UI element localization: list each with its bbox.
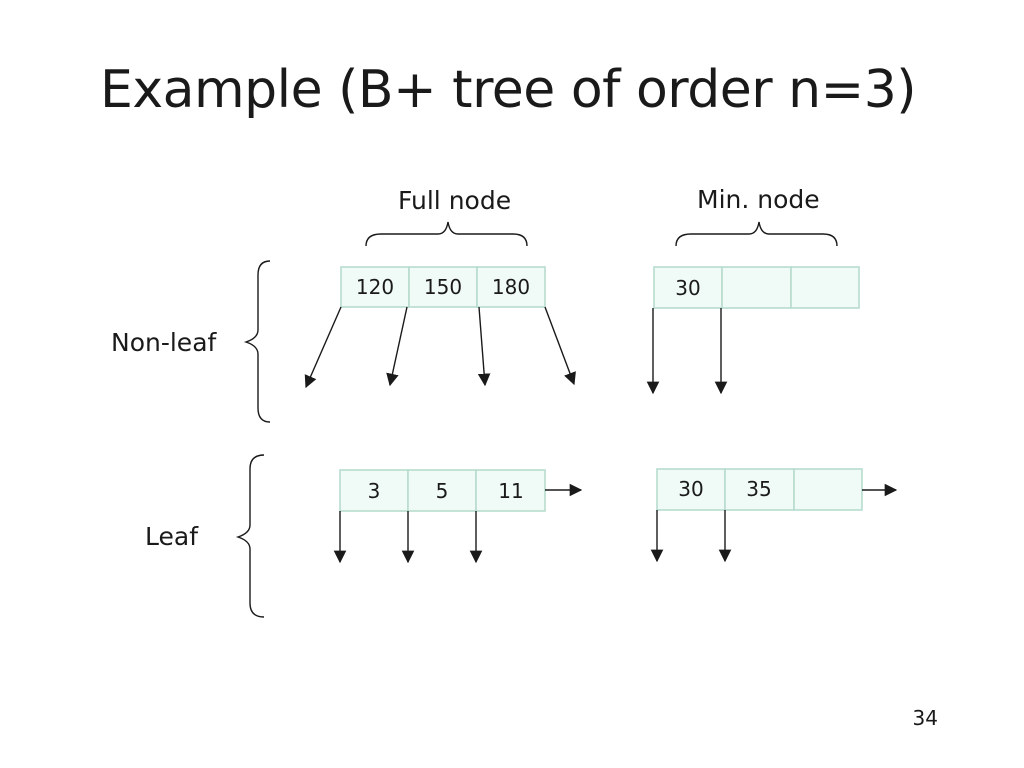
- non-leaf-label: Non-leaf: [111, 328, 217, 357]
- leaf-min-cell-3: [793, 468, 863, 511]
- leaf-full-cell-3: [475, 469, 546, 512]
- leaf-full-key-3: 11: [498, 479, 523, 503]
- full-node-label: Full node: [398, 186, 512, 215]
- leaf-full-node: 3 5 11: [339, 469, 546, 512]
- slide-title: Example (B+ tree of order n=3): [100, 60, 917, 120]
- nonleaf-full-key-3: 180: [492, 275, 530, 299]
- nonleaf-full-key-1: 120: [356, 275, 394, 299]
- nonleaf-min-node: 30: [653, 266, 860, 309]
- page-number: 34: [912, 706, 938, 730]
- nonleaf-full-cell-3: [476, 266, 546, 308]
- nonleaf-min-cell-1: [653, 266, 723, 309]
- leaf-brace: [235, 454, 265, 618]
- nonleaf-min-key-1: 30: [675, 276, 700, 300]
- non-leaf-brace: [243, 260, 271, 423]
- nonleaf-full-pointer-2: [386, 306, 408, 387]
- nonleaf-full-pointer-1: [304, 306, 342, 389]
- leaf-label: Leaf: [145, 522, 198, 551]
- nonleaf-min-cell-3: [790, 266, 860, 309]
- nonleaf-full-key-2: 150: [424, 275, 462, 299]
- leaf-full-key-1: 3: [368, 479, 381, 503]
- nonleaf-full-cell-1: [340, 266, 410, 308]
- leaf-min-key-2: 35: [746, 477, 771, 501]
- nonleaf-min-cell-2: [721, 266, 792, 309]
- leaf-min-cell-1: [656, 468, 726, 511]
- leaf-full-cell-1: [339, 469, 409, 512]
- leaf-full-cell-2: [407, 469, 477, 512]
- leaf-min-key-1: 30: [678, 477, 703, 501]
- min-node-brace: [675, 221, 838, 247]
- nonleaf-full-node: 120 150 180: [340, 266, 546, 308]
- leaf-min-cell-2: [724, 468, 795, 511]
- nonleaf-full-pointer-3: [477, 306, 491, 387]
- leaf-min-node: 30 35: [656, 468, 863, 511]
- leaf-full-key-2: 5: [436, 479, 449, 503]
- nonleaf-full-pointer-4: [544, 306, 576, 386]
- full-node-brace: [365, 221, 528, 247]
- min-node-label: Min. node: [697, 185, 820, 214]
